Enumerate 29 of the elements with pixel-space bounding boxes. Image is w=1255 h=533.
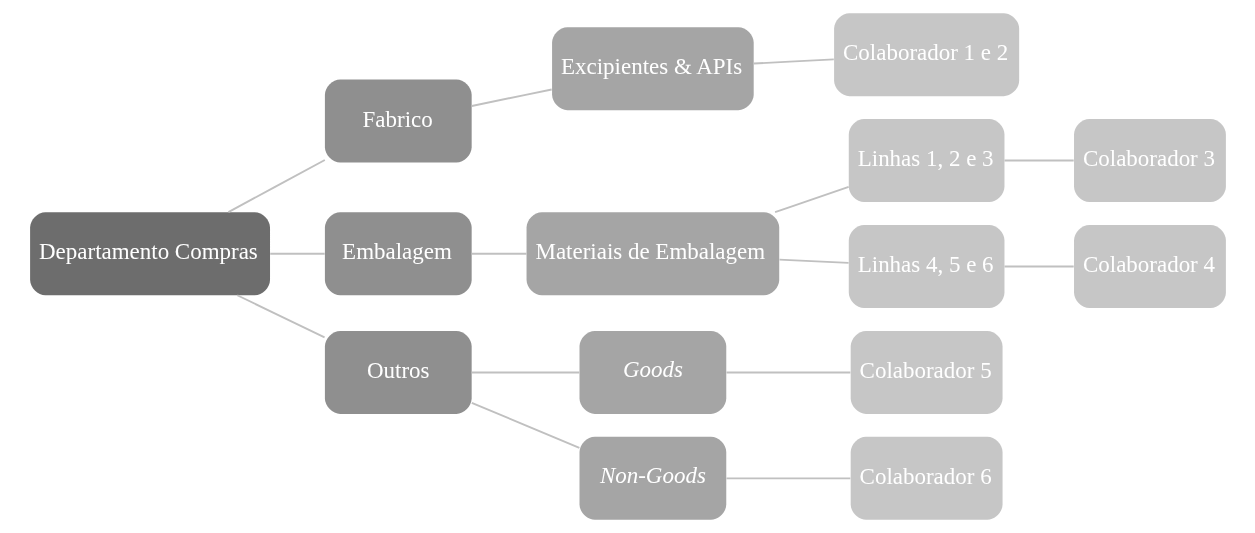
connector (777, 258, 850, 264)
connector (773, 185, 850, 214)
connector (470, 401, 580, 449)
node-box: Colaborador 4 (1073, 225, 1226, 308)
node-box: Colaborador 6 (850, 436, 1003, 520)
node-box: Non-Goods (579, 436, 726, 520)
connector (725, 371, 851, 374)
connector (235, 294, 326, 339)
connector (725, 477, 851, 480)
connector (470, 252, 527, 255)
node-box: Departamento Compras (29, 212, 270, 296)
node-box: Embalagem (324, 212, 472, 296)
connector (752, 58, 835, 65)
node-box: Linhas 4, 5 e 6 (848, 225, 1004, 308)
connector (470, 371, 580, 374)
node-box: Colaborador 5 (850, 330, 1003, 414)
connector (1003, 265, 1075, 268)
node-box: Materiais de Embalagem (526, 212, 779, 296)
node-box: Goods (579, 330, 726, 414)
node-box: Colaborador 1 e 2 (833, 13, 1019, 97)
connector (226, 159, 326, 214)
connector (470, 88, 553, 107)
node-box: Fabrico (324, 79, 472, 163)
node-box: Colaborador 3 (1073, 119, 1226, 203)
node-box: Outros (324, 330, 472, 414)
connector (268, 252, 326, 255)
node-box: Excipientes & APIs (551, 27, 754, 111)
node-box: Linhas 1, 2 e 3 (848, 119, 1004, 203)
connector (1003, 159, 1075, 162)
